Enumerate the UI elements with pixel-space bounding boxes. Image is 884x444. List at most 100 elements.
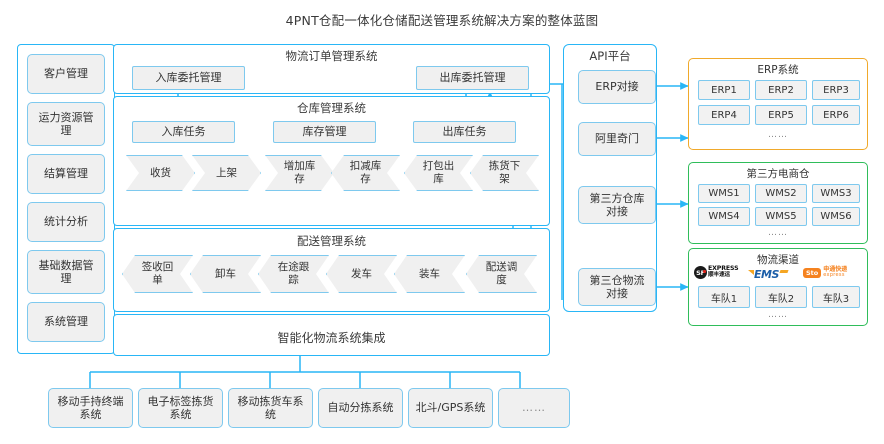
outbound-task[interactable]: 出库任务 [413,121,516,143]
step-delivery-dispatch[interactable]: 配送调度 [466,255,537,293]
ems-bar-icon [779,270,789,273]
step-label: 发车 [351,267,372,280]
outbound-entrust-management[interactable]: 出库委托管理 [416,66,529,90]
fleet-chip-2[interactable]: 车队2 [755,286,807,308]
step-in-transit-tracking[interactable]: 在途跟踪 [258,255,329,293]
wms-chip-2[interactable]: WMS2 [755,184,807,203]
device-handheld-terminal[interactable]: 移动手持终端系统 [48,388,133,428]
device-more[interactable]: …… [498,388,570,428]
device-auto-sorting[interactable]: 自动分拣系统 [318,388,403,428]
erp-chip-5[interactable]: ERP5 [755,105,807,125]
chip-label: WMS1 [708,188,740,199]
logistics-channel-title: 物流渠道 [757,254,799,266]
step-pack-outbound[interactable]: 打包出库 [404,155,473,191]
device-etag-picking[interactable]: 电子标签拣货系统 [138,388,223,428]
wms-chip-6[interactable]: WMS6 [812,207,860,226]
chip-label: ERP6 [823,109,849,121]
erp-chip-1[interactable]: ERP1 [698,80,750,100]
wms-chip-5[interactable]: WMS5 [755,207,807,226]
chip-label: 车队1 [710,293,738,305]
chip-label: ERP3 [823,84,849,96]
fleet-chip-3[interactable]: 车队3 [812,286,860,308]
third-party-ecommerce-warehouse-title: 第三方电商仓 [746,168,810,180]
api-item-erp[interactable]: ERP对接 [578,70,656,104]
api-item-alibaba-qimen[interactable]: 阿里奇门 [578,122,656,156]
api-item-label: 第三仓物流对接 [589,273,645,300]
step-label: 卸车 [215,267,236,280]
sidebar-item-label: 基础数据管理 [38,258,94,285]
api-item-third-party-logistics[interactable]: 第三仓物流对接 [578,268,656,306]
device-label: …… [522,401,546,415]
device-label: 电子标签拣货系统 [147,394,214,421]
sidebar-item-label: 系统管理 [44,315,88,329]
device-label: 北斗/GPS系统 [415,401,486,415]
api-item-third-party-warehouse[interactable]: 第三方仓库对接 [578,186,656,224]
inbound-task[interactable]: 入库任务 [132,121,235,143]
chip-label: ERP5 [768,109,794,121]
warehouse-system-title: 仓库管理系统 [297,101,366,115]
wms-chip-4[interactable]: WMS4 [698,207,750,226]
sidebar-item-settlement[interactable]: 结算管理 [27,154,105,194]
inventory-management[interactable]: 库存管理 [273,121,376,143]
logistics-more-dots: …… [768,310,788,320]
page-title: 4PNT仓配一体化仓储配送管理系统解决方案的整体蓝图 [285,13,599,28]
erp-chip-4[interactable]: ERP4 [698,105,750,125]
wms-chip-3[interactable]: WMS3 [812,184,860,203]
node-label: 入库委托管理 [155,71,222,85]
api-platform-title: API平台 [589,49,631,63]
sidebar-item-statistics[interactable]: 统计分析 [27,202,105,242]
step-label: 配送调度 [485,261,518,286]
step-label: 装车 [419,267,440,280]
chip-label: 车队2 [767,293,795,305]
api-item-label: 阿里奇门 [595,132,639,146]
chip-label: ERP2 [768,84,794,96]
erp-chip-2[interactable]: ERP2 [755,80,807,100]
sf-express-logo: SF EXPRESS 顺丰速运 [694,266,739,279]
chip-label: WMS4 [708,211,740,222]
order-system-title: 物流订单管理系统 [285,49,378,63]
chip-label: WMS3 [820,188,852,199]
fleet-chip-1[interactable]: 车队1 [698,286,750,308]
inbound-entrust-management[interactable]: 入库委托管理 [132,66,245,90]
device-beidou-gps[interactable]: 北斗/GPS系统 [408,388,493,428]
node-label: 出库委托管理 [439,71,506,85]
chip-label: WMS2 [765,188,797,199]
sto-wordmark: 申通快递 express [823,266,847,279]
sto-badge-icon: Sto [803,268,822,278]
wms-chip-1[interactable]: WMS1 [698,184,750,203]
sf-wordmark: EXPRESS 顺丰速运 [708,266,739,278]
sidebar-item-label: 统计分析 [44,215,88,229]
step-label: 上架 [216,166,237,179]
sidebar-item-label: 结算管理 [44,167,88,181]
device-label: 自动分拣系统 [327,401,394,415]
node-label: 库存管理 [302,125,347,139]
ems-wordmark: EMS [754,268,779,281]
sidebar-item-capacity[interactable]: 运力资源管理 [27,102,105,146]
erp-chip-3[interactable]: ERP3 [812,80,860,100]
third-party-ecommerce-warehouse-box [688,162,868,244]
step-label: 在途跟踪 [277,261,310,286]
api-item-label: 第三方仓库对接 [589,191,645,218]
chip-label: ERP4 [711,109,737,121]
sto-line2: express [823,272,845,279]
api-item-label: ERP对接 [595,80,639,94]
erp-more-dots: …… [768,130,788,140]
sto-express-logo: Sto 申通快递 express [803,266,847,279]
sf-badge-icon: SF [694,266,707,279]
sf-line2: 顺丰速运 [708,271,730,278]
sidebar-item-basic-data[interactable]: 基础数据管理 [27,250,105,294]
ems-chevron-icon [748,269,754,280]
erp-chip-6[interactable]: ERP6 [812,105,860,125]
step-label: 拣货下架 [488,160,521,185]
ems-logo: EMS [748,268,884,281]
sidebar-item-customer[interactable]: 客户管理 [27,54,105,94]
step-label: 收货 [150,166,171,179]
device-mobile-picking-cart[interactable]: 移动拣货车系统 [228,388,313,428]
device-label: 移动手持终端系统 [57,394,124,421]
step-label: 扣减库存 [349,160,382,185]
sidebar-item-system[interactable]: 系统管理 [27,302,105,342]
node-label: 入库任务 [161,125,206,139]
erp-system-box [688,58,868,150]
chip-label: WMS6 [820,211,852,222]
delivery-system-title: 配送管理系统 [297,234,366,248]
